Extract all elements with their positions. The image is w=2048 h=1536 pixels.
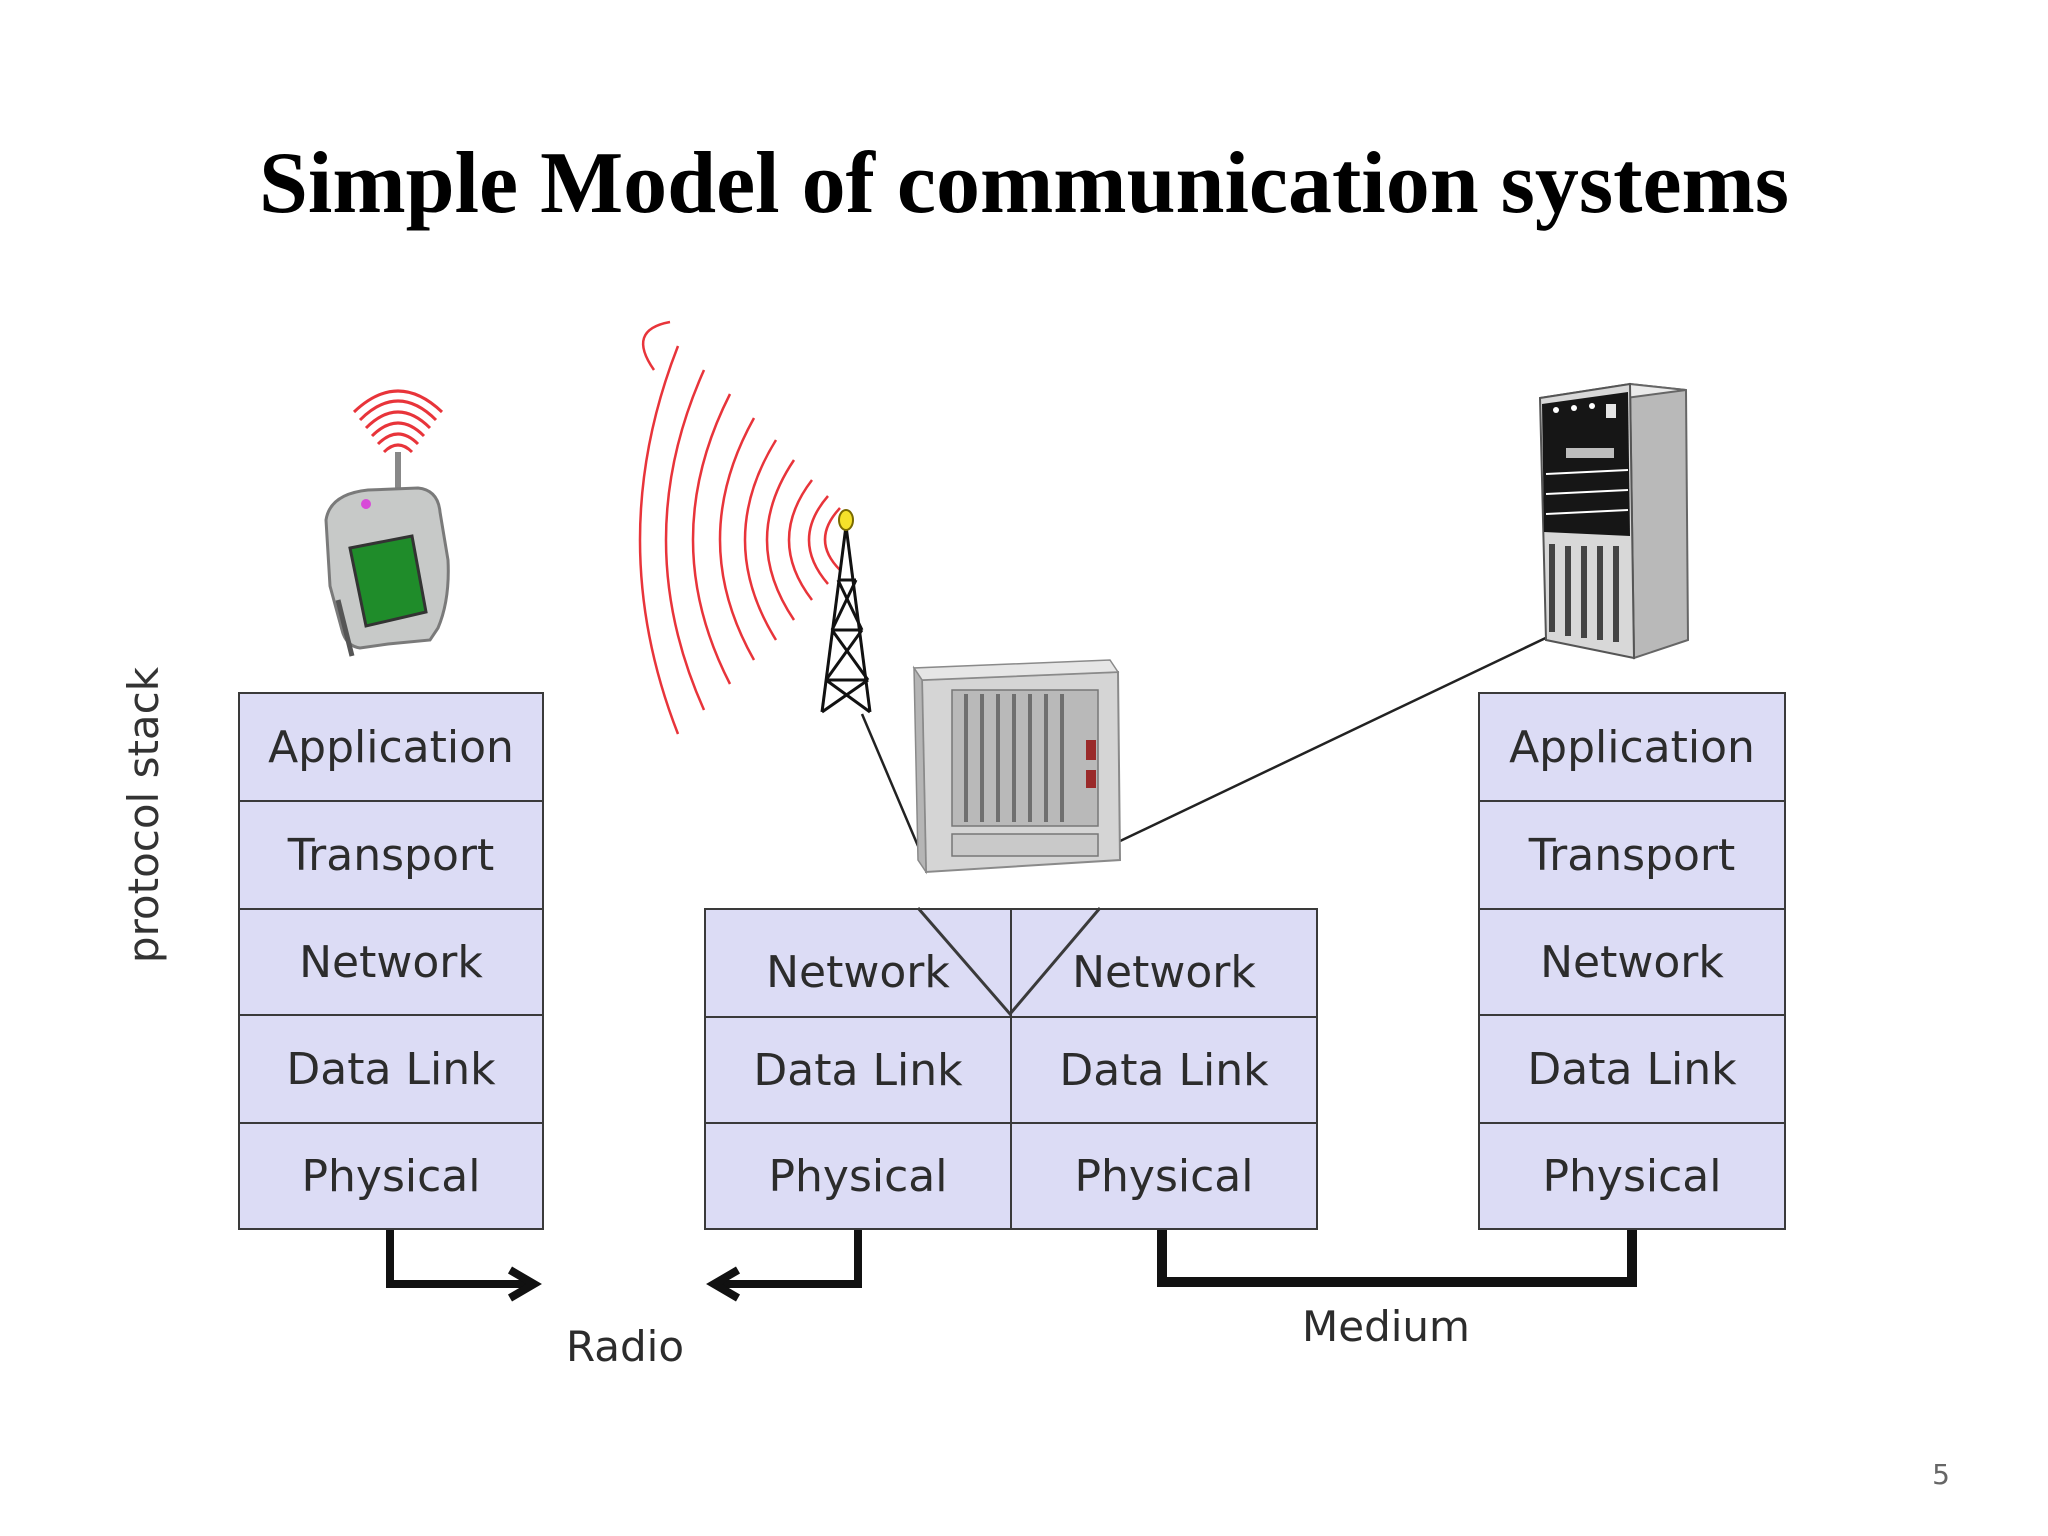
tower-to-router-link: [860, 713, 920, 847]
mobile-layer-network: Network: [238, 908, 544, 1016]
router-right-layer-data-link: Data Link: [1010, 1016, 1318, 1124]
medium-label: Medium: [1302, 1302, 1470, 1351]
router-left-layer-data-link: Data Link: [704, 1016, 1012, 1124]
mobile-layer-application: Application: [238, 692, 544, 802]
router-network-split: [916, 907, 1102, 1017]
server-layer-physical: Physical: [1478, 1122, 1786, 1230]
medium-link: [1157, 1230, 1637, 1287]
page-number: 5: [1932, 1458, 1950, 1491]
router-right-layer-physical: Physical: [1010, 1122, 1318, 1230]
router-right-layer-network: Network: [1010, 908, 1318, 1018]
router-left-layer-physical: Physical: [704, 1122, 1012, 1230]
router-left-layer-network: Network: [704, 908, 1012, 1018]
slide-title: Simple Model of communication systems: [258, 135, 1790, 232]
mobile-device-icon: [324, 389, 450, 657]
server-layer-network: Network: [1478, 908, 1786, 1016]
radio-arrow-router: [706, 1230, 862, 1302]
server-tower-icon: [1538, 382, 1690, 660]
mobile-layer-physical: Physical: [238, 1122, 544, 1230]
radio-arrow-mobile: [386, 1230, 542, 1302]
antenna-tower-icon: [638, 320, 872, 735]
mobile-layer-transport: Transport: [238, 800, 544, 910]
radio-label: Radio: [566, 1322, 685, 1371]
router-rack-icon: [912, 659, 1122, 875]
router-to-server-link: [1117, 632, 1555, 844]
